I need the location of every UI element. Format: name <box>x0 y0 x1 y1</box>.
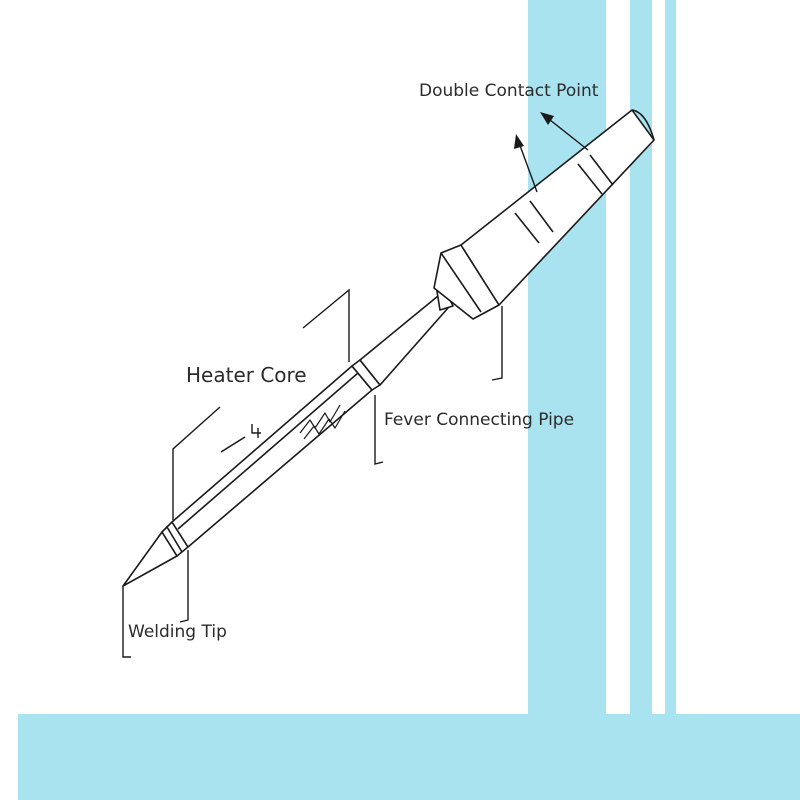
fever-connecting-pipe-shape <box>359 295 449 386</box>
heater-core-bracket-right <box>302 288 350 362</box>
tip-collar-line <box>166 526 183 553</box>
arrow-heads <box>514 112 554 149</box>
pipe-bracket-right <box>491 306 503 381</box>
soldering-tip <box>122 109 655 587</box>
rear-shaft-end <box>631 109 655 141</box>
arrow-head-2 <box>540 112 554 125</box>
pipe-bracket-left <box>374 395 384 465</box>
label-double-contact-point: Double Contact Point <box>419 81 599 101</box>
heater-core-body <box>171 365 373 548</box>
stand-bar-2 <box>665 0 676 714</box>
contact-arrow-1 <box>517 139 538 193</box>
heater-core-bracket-left <box>172 406 221 520</box>
arrow-head-1 <box>514 134 524 149</box>
label-welding-tip: Welding Tip <box>128 622 227 642</box>
contact-ring-4 <box>589 154 614 186</box>
contact-ring-1 <box>514 212 540 244</box>
contact-ring-3 <box>577 163 603 195</box>
stand-bar-1 <box>630 0 652 714</box>
label-fever-connecting-pipe: Fever Connecting Pipe <box>384 410 574 430</box>
contact-ring-2 <box>529 200 554 233</box>
flange-line <box>440 252 482 313</box>
leader-lines <box>122 115 589 658</box>
stand-column <box>528 0 606 714</box>
heater-core-edge <box>177 372 359 530</box>
core-marking-symbol <box>251 424 261 438</box>
tip-stand <box>18 0 800 800</box>
core-marking-dash <box>220 436 246 453</box>
label-heater-core: Heater Core <box>186 363 307 387</box>
welding-tip-bracket-left <box>122 586 131 658</box>
flange <box>433 244 500 320</box>
brand-logo <box>299 404 346 440</box>
stand-base <box>18 714 800 800</box>
welding-tip-bracket-right <box>179 550 189 623</box>
contact-arrow-2 <box>544 115 589 151</box>
